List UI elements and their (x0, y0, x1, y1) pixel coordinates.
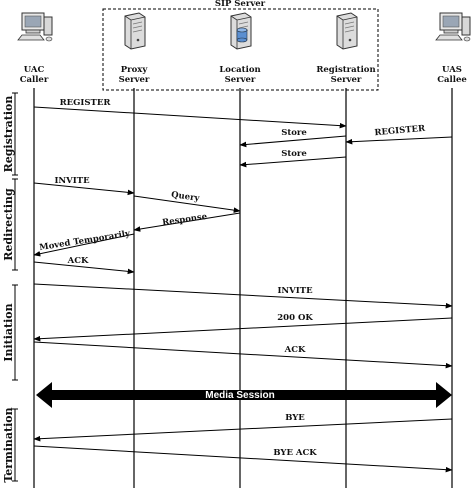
message-register-1: REGISTER (33, 98, 347, 129)
message-invite-2: INVITE (33, 283, 453, 309)
uac-computer-icon (17, 12, 53, 42)
phase-label-registration: Registration (2, 96, 15, 173)
message-moved-temporarily: Moved Temporarily (33, 229, 135, 257)
message-arrow-invite-1 (33, 182, 135, 196)
uas-label-line2: Callee (437, 75, 467, 85)
message-query: Query (133, 190, 241, 213)
registration-label-line2: Server (331, 75, 362, 85)
message-arrow-ok-200 (33, 317, 453, 342)
location-database-server-icon (230, 12, 252, 50)
message-arrow-ack-2 (33, 341, 453, 369)
message-arrow-register-1 (33, 106, 347, 129)
phase-initiation: Initiation (2, 284, 18, 381)
message-arrow-invite-2 (33, 283, 453, 309)
message-arrow-moved-temporarily (33, 233, 135, 257)
message-response: Response (133, 212, 241, 232)
proxy-server-icon (124, 12, 146, 50)
message-label-bye: BYE (285, 413, 305, 423)
message-register-2: REGISTER (345, 124, 453, 145)
message-arrow-response (133, 212, 241, 232)
message-arrow-query (133, 195, 241, 213)
message-label-store-1: Store (281, 128, 307, 138)
message-label-ack-1: ACK (67, 256, 89, 266)
uac-label-line1: UAC (24, 65, 45, 75)
message-bye-ack: BYE ACK (33, 445, 453, 473)
phase-termination: Termination (2, 407, 18, 483)
message-store-2: Store (239, 149, 347, 168)
message-bye: BYE (33, 413, 453, 442)
message-arrow-bye (33, 418, 453, 442)
message-label-bye-ack: BYE ACK (273, 448, 317, 458)
message-label-register-2: REGISTER (374, 124, 426, 138)
message-arrow-store-2 (239, 156, 347, 168)
message-label-invite-2: INVITE (277, 286, 313, 296)
message-arrow-ack-1 (33, 261, 135, 275)
uac-label-line2: Caller (20, 75, 49, 85)
message-label-register-1: REGISTER (60, 98, 112, 108)
message-invite-1: INVITE (33, 176, 135, 196)
message-arrow-register-2 (345, 136, 453, 145)
uas-label-line1: UAS (442, 65, 462, 75)
message-label-response: Response (162, 212, 209, 228)
message-arrow-bye-ack (33, 445, 453, 473)
location-label-line1: Location (219, 65, 260, 75)
registration-server-icon (336, 12, 358, 50)
message-store-1: Store (239, 128, 347, 148)
phase-label-termination: Termination (2, 407, 15, 482)
message-label-query: Query (171, 190, 202, 204)
proxy-label-line1: Proxy (121, 65, 149, 75)
sip-server-group (102, 8, 379, 91)
media-session-label: Media Session (205, 390, 274, 401)
proxy-label-line2: Server (119, 75, 150, 85)
message-arrow-store-1 (239, 135, 347, 148)
phase-registration: Registration (2, 92, 18, 176)
message-label-store-2: Store (281, 149, 307, 159)
location-label-line2: Server (225, 75, 256, 85)
message-ok-200: 200 OK (33, 313, 453, 342)
message-label-ok-200: 200 OK (277, 313, 313, 323)
registration-label-line1: Registration (316, 65, 375, 75)
phase-label-initiation: Initiation (2, 303, 15, 361)
message-label-moved-temporarily: Moved Temporarily (39, 229, 132, 253)
message-ack-1: ACK (33, 256, 135, 275)
phase-label-redirecting: Redirecting (2, 188, 15, 261)
message-label-invite-1: INVITE (54, 176, 90, 186)
sip-server-label: SIP Server (215, 0, 266, 9)
uas-computer-icon (435, 12, 471, 42)
media-session: Media Session (36, 382, 452, 408)
phase-redirecting: Redirecting (2, 178, 18, 271)
message-label-ack-2: ACK (284, 345, 306, 355)
message-ack-2: ACK (33, 341, 453, 369)
